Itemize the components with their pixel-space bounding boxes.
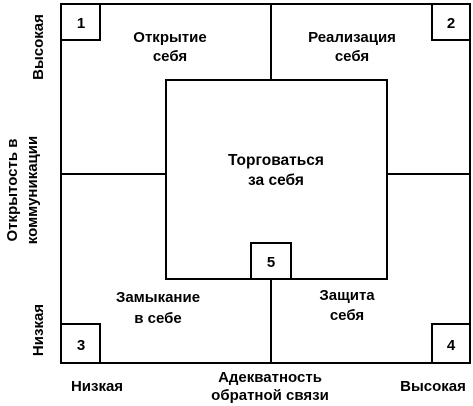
quadrant-1-number: 1 (77, 15, 85, 32)
y-axis-low-label: Низкая (30, 304, 47, 356)
outer-frame (60, 3, 471, 364)
x-axis-title-line-2: обратной связи (211, 387, 329, 404)
quadrant-1-label-line-2: себя (153, 48, 187, 65)
x-axis-low-label: Низкая (71, 378, 123, 395)
center-label-line-1: Торговаться (228, 152, 324, 169)
y-axis-high-label: Высокая (30, 14, 47, 80)
y-axis-title-line-1: Открытость в (4, 139, 21, 242)
quadrant-3-label-line-2: в себе (134, 310, 181, 327)
quadrant-4-label-line-2: себя (330, 307, 364, 324)
y-axis-title-line-2: коммуникации (24, 136, 41, 244)
x-axis-high-label: Высокая (400, 378, 466, 395)
quadrant-4-label-line-1: Защита (319, 287, 375, 304)
quadrant-3-label-line-1: Замыкание (116, 289, 200, 306)
quadrant-1-number-box: 1 (60, 3, 101, 41)
quadrant-2-number: 2 (447, 15, 455, 32)
quadrant-4-number: 4 (447, 337, 456, 354)
quadrant-3-number-box: 3 (60, 323, 101, 364)
quadrant-2-label-line-1: Реализация (308, 29, 396, 46)
quadrant-4-number-box: 4 (431, 323, 471, 364)
quadrant-1-label-line-1: Открытие (133, 29, 206, 46)
center-number-box: 5 (250, 242, 292, 280)
quadrant-3-number: 3 (77, 337, 85, 354)
x-axis-title-line-1: Адекватность (218, 369, 322, 386)
center-number: 5 (267, 254, 275, 271)
center-label-line-2: за себя (248, 172, 304, 189)
quadrant-2-number-box: 2 (431, 3, 471, 41)
quadrant-2-label-line-2: себя (335, 48, 369, 65)
